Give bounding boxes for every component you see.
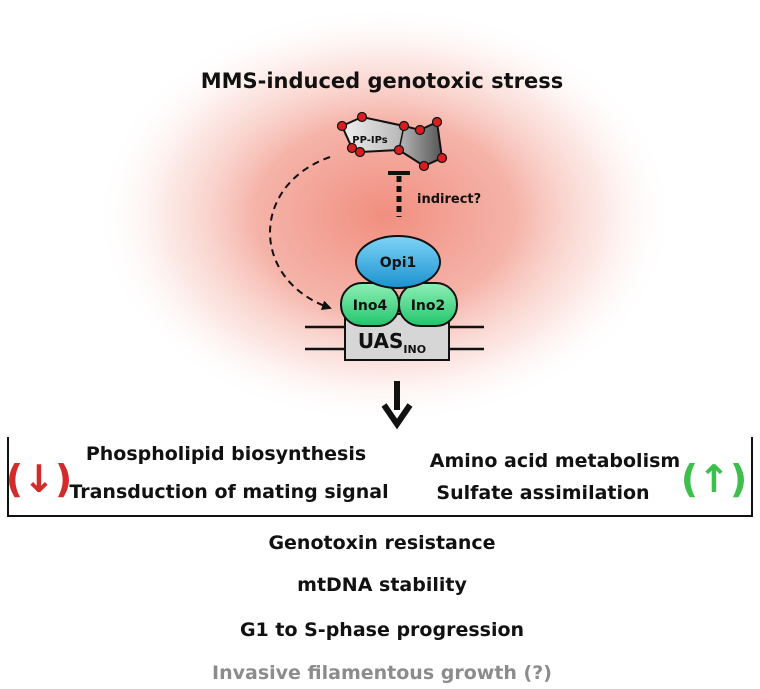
up-process-amino-acid: Amino acid metabolism bbox=[430, 450, 680, 472]
title: MMS-induced genotoxic stress bbox=[201, 69, 564, 93]
uas-label: UASINO bbox=[358, 329, 426, 356]
downregulation-symbol: (↓) bbox=[6, 457, 73, 501]
outcome-invasive-growth: Invasive filamentous growth (?) bbox=[212, 662, 552, 684]
down-process-phospholipid: Phospholipid biosynthesis bbox=[86, 443, 366, 465]
outcome-mtdna-stability: mtDNA stability bbox=[297, 574, 467, 596]
outcome-g1-s-progression: G1 to S-phase progression bbox=[240, 619, 524, 641]
down-process-mating: Transduction of mating signal bbox=[69, 481, 388, 503]
output-arrow bbox=[381, 381, 413, 430]
opi1-label: Opi1 bbox=[380, 255, 416, 271]
outcome-genotoxin-resistance: Genotoxin resistance bbox=[268, 532, 495, 554]
upregulation-symbol: (↑) bbox=[681, 457, 748, 501]
molecule-label: PP-IPs bbox=[352, 135, 388, 146]
process-bracket bbox=[7, 437, 753, 517]
indirect-label: indirect? bbox=[417, 192, 481, 207]
ino2-protein bbox=[398, 282, 458, 327]
dashed-activation-arrow bbox=[269, 156, 332, 311]
up-process-sulfate: Sulfate assimilation bbox=[436, 482, 649, 504]
stress-glow bbox=[95, 5, 675, 425]
opi1-protein bbox=[355, 235, 441, 289]
ino4-label: Ino4 bbox=[353, 298, 388, 314]
ino2-label: Ino2 bbox=[411, 298, 446, 314]
pp-ips-molecule: PP-IPs bbox=[336, 111, 448, 172]
inhibition-tbar bbox=[388, 171, 410, 217]
